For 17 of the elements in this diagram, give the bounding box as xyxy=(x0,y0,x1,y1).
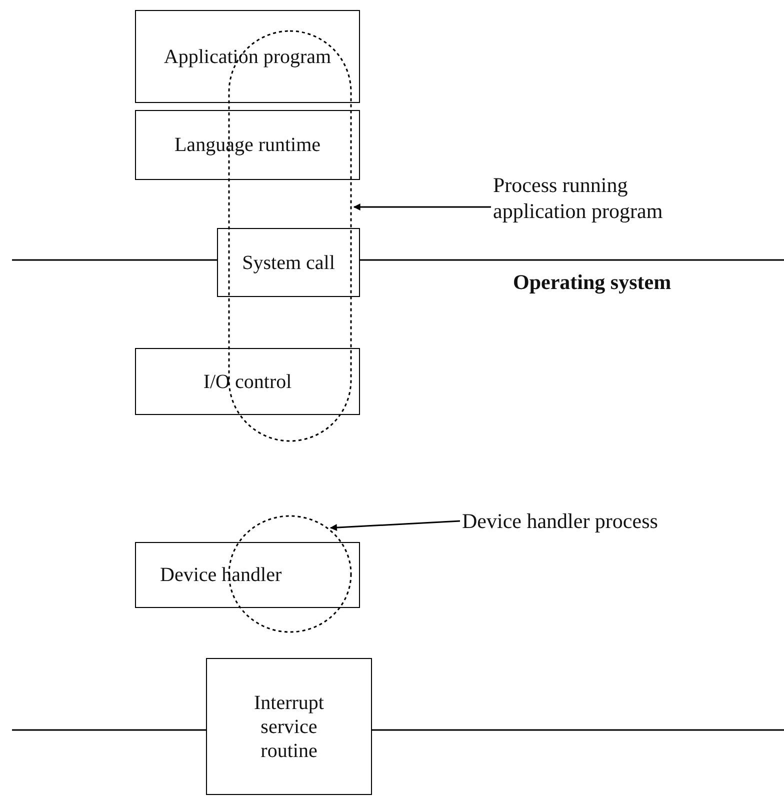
process-box xyxy=(206,658,372,795)
callout-text: Process running application program xyxy=(493,172,703,224)
box-label: Language runtime xyxy=(174,133,321,157)
callout-text: Device handler process xyxy=(462,508,772,534)
process-box xyxy=(135,542,360,608)
process-box xyxy=(217,228,360,297)
box-label: System call xyxy=(242,250,335,274)
box-label: Application program xyxy=(164,44,332,68)
arrow xyxy=(330,520,460,532)
arrow xyxy=(353,204,491,210)
box-label: Device handler xyxy=(160,563,282,587)
process-box xyxy=(135,110,360,180)
process-box xyxy=(135,348,360,415)
box-label: I/O control xyxy=(203,370,292,394)
section-label: Operating system xyxy=(513,270,672,295)
box-label: Interrupt service routine xyxy=(253,690,325,762)
process-box xyxy=(135,10,360,103)
